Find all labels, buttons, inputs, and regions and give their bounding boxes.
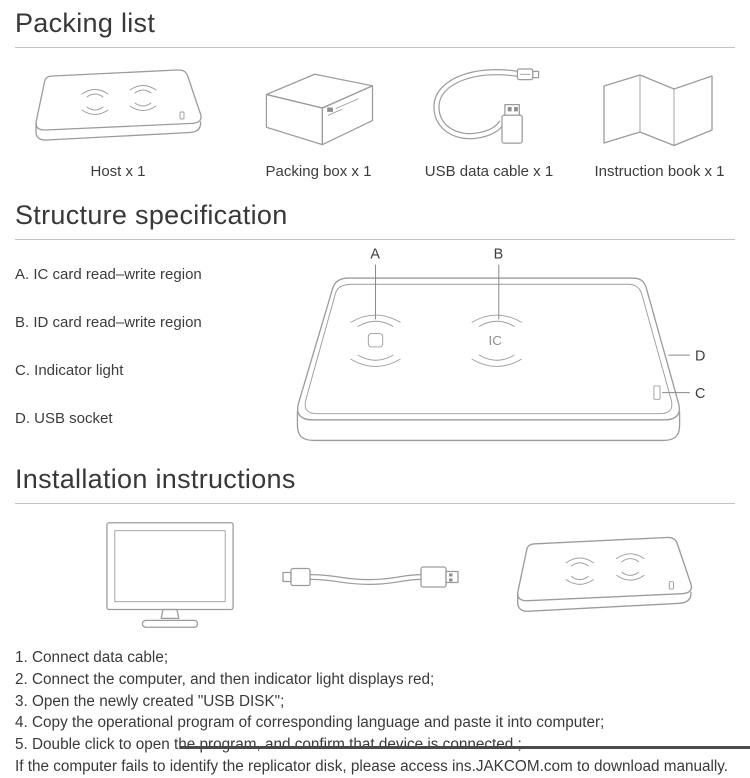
packing-item-host: Host x 1	[23, 60, 213, 180]
indicator-light-mark	[668, 580, 674, 590]
structure-section: Structure specification A. IC card read–…	[15, 200, 735, 458]
packing-item-box: Packing box x 1	[251, 60, 386, 180]
structure-legend: A. IC card read–write region B. ID card …	[15, 244, 281, 458]
indicator-light-mark	[653, 385, 661, 400]
micro-usb-plug-icon	[282, 567, 311, 587]
usb-a-plug-icon	[420, 566, 459, 588]
packing-item-book: Instruction book x 1	[592, 60, 727, 180]
box-label-marks	[327, 98, 359, 116]
step-4: 4. Copy the operational program of corre…	[15, 714, 605, 732]
micro-usb-plug-icon	[516, 68, 540, 81]
callout-a: A	[370, 247, 380, 263]
contactless-waves-icon	[565, 552, 645, 585]
device-illustration	[517, 536, 693, 612]
packing-divider	[15, 47, 735, 48]
packing-section: Packing list	[15, 8, 735, 180]
manual-page: Packing list	[15, 8, 750, 775]
device-structure-diagram: IC A B D C	[296, 247, 705, 442]
legend-item-b: B. ID card read–write region	[15, 314, 202, 331]
packing-box-illustration	[265, 73, 374, 146]
structure-body: A. IC card read–write region B. ID card …	[15, 244, 735, 458]
box-illustration-wrap	[251, 60, 386, 156]
contactless-waves-icon	[81, 85, 157, 115]
packing-item-cable: USB data cable x 1	[424, 60, 554, 180]
legend-item-d: D. USB socket	[15, 410, 113, 427]
installation-divider	[15, 503, 735, 504]
fallback-note: If the computer fails to identify the re…	[15, 757, 729, 775]
step-3: 3. Open the newly created "USB DISK";	[15, 692, 285, 710]
usb-cable-illustration	[433, 68, 540, 144]
structure-title: Structure specification	[15, 200, 288, 230]
packing-title: Packing list	[15, 8, 156, 38]
data-cable-illustration	[282, 566, 459, 588]
callout-c: C	[695, 386, 705, 402]
chip-icon	[367, 333, 384, 348]
instruction-book-illustration	[603, 74, 713, 147]
callout-b: B	[494, 247, 504, 263]
packing-items-row: Host x 1 Packing box x 1	[15, 60, 735, 180]
step-2: 2. Connect the computer, and then indica…	[15, 670, 435, 688]
packing-item-label: Packing box x 1	[265, 163, 372, 180]
host-illustration-wrap	[23, 60, 213, 156]
installation-section: Installation instructions	[15, 464, 735, 778]
installation-title: Installation instructions	[15, 464, 296, 494]
usb-a-plug-icon	[501, 104, 523, 144]
computer-monitor-illustration	[106, 522, 234, 628]
step-1: 1. Connect data cable;	[15, 649, 169, 666]
book-illustration-wrap	[592, 60, 727, 156]
packing-item-label: Host x 1	[90, 163, 146, 180]
legend-item-a: A. IC card read–write region	[15, 266, 202, 283]
installation-illustrations	[15, 516, 735, 638]
packing-item-label: Instruction book x 1	[594, 163, 725, 180]
ic-region-waves-icon	[350, 314, 401, 367]
structure-divider	[15, 239, 735, 240]
id-region-waves-icon: IC	[471, 314, 522, 367]
indicator-light-mark	[179, 111, 185, 120]
legend-item-c: C. Indicator light	[15, 362, 124, 379]
cable-illustration-wrap	[424, 60, 554, 156]
installation-steps: 1. Connect data cable; 2. Connect the co…	[15, 647, 735, 778]
ic-mark-label: IC	[489, 333, 503, 348]
packing-item-label: USB data cable x 1	[424, 163, 554, 180]
bottom-divider	[180, 746, 750, 749]
host-illustration	[35, 69, 202, 141]
callout-d: D	[695, 348, 705, 364]
